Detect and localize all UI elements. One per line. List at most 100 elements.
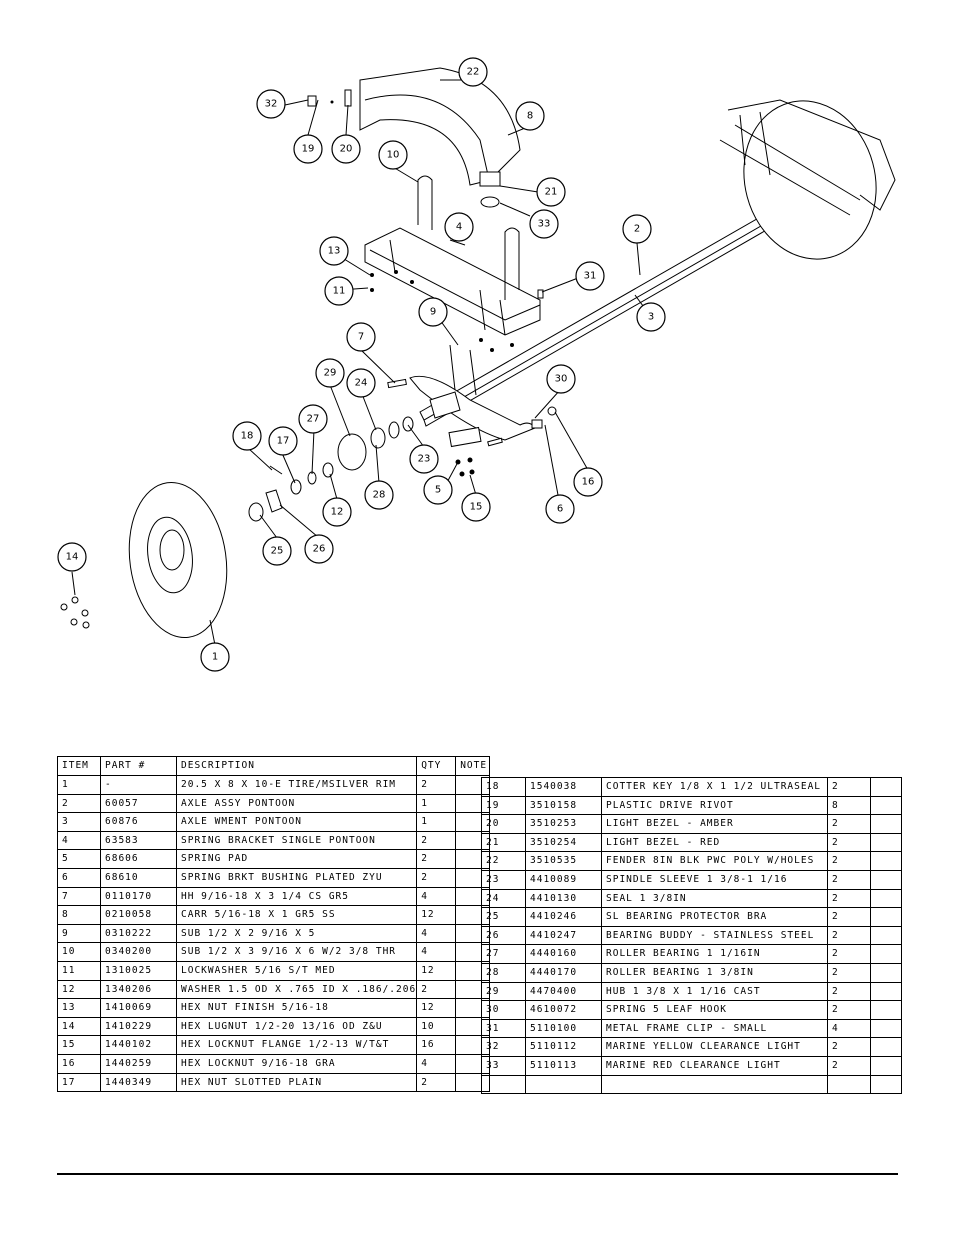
- cell-qty: 2: [827, 981, 871, 1002]
- balloon-15: 15: [461, 492, 491, 522]
- cell-qty: 2: [416, 849, 457, 869]
- cell-part: 1440102: [100, 1035, 177, 1055]
- balloon-26: 26: [304, 534, 334, 564]
- cell-part: 5110100: [525, 1018, 602, 1039]
- cell-item: 31: [481, 1018, 526, 1039]
- cell-description: SPRING PAD: [175, 849, 418, 869]
- cell-qty: 2: [827, 1037, 871, 1057]
- cell-note: [870, 962, 902, 983]
- cell-part: 0110170: [100, 886, 177, 907]
- cell-note: [870, 888, 902, 909]
- balloon-1: 1: [200, 642, 230, 672]
- balloon-3: 3: [636, 302, 666, 332]
- balloon-20: 20: [331, 134, 361, 164]
- balloon-label: 8: [527, 111, 533, 122]
- cell-item: 2: [57, 793, 101, 814]
- cell-note: [870, 1037, 902, 1057]
- cell-note: [870, 832, 902, 853]
- cell-description: ROLLER BEARING 1 3/8IN: [601, 962, 828, 983]
- small-hardware: [307, 89, 544, 477]
- cell-note: [870, 944, 902, 964]
- cell-part: 68606: [100, 849, 177, 869]
- balloon-label: 17: [277, 436, 290, 447]
- cell-part: 4440160: [525, 944, 602, 964]
- header-description: DESCRIPTION: [175, 756, 418, 776]
- cell-description: SUB 1/2 X 2 9/16 X 5: [175, 923, 418, 944]
- cell-item: 14: [57, 1016, 101, 1037]
- cell-note: [870, 1055, 902, 1076]
- cell-note: [870, 1000, 902, 1020]
- cell-item: 25: [481, 907, 526, 927]
- balloon-25: 25: [262, 536, 292, 566]
- cell-qty: 2: [416, 979, 457, 1000]
- cell-description: LOCKWASHER 5/16 S/T MED: [175, 960, 418, 981]
- balloon-label: 11: [333, 286, 346, 297]
- cell-description: HEX LOCKNUT 9/16-18 GRA: [175, 1053, 418, 1074]
- balloon-label: 2: [634, 224, 640, 235]
- cell-part: 4410130: [525, 888, 602, 909]
- cell-item: 8: [57, 905, 101, 925]
- cell-note: [870, 851, 902, 871]
- cell-qty: 2: [416, 830, 457, 851]
- balloon-30: 30: [546, 364, 576, 394]
- cell-part: 1540038: [525, 777, 602, 797]
- cell-description: WASHER 1.5 OD X .765 ID X .186/.206: [175, 979, 418, 1000]
- cell-item: 22: [481, 851, 526, 871]
- balloon-label: 22: [467, 67, 480, 78]
- cell-description: LIGHT BEZEL - RED: [601, 832, 828, 853]
- balloon-label: 30: [555, 374, 568, 385]
- balloon-8: 8: [515, 101, 545, 131]
- cell-item: 18: [481, 777, 526, 797]
- cell-item: 1: [57, 775, 101, 795]
- balloon-label: 27: [307, 414, 320, 425]
- balloon-label: 23: [418, 454, 431, 465]
- header-note: NOTE: [455, 756, 491, 776]
- balloon-label: 1: [212, 652, 218, 663]
- cell-note: [870, 981, 902, 1002]
- cell-item: 16: [57, 1053, 101, 1074]
- balloon-29: 29: [315, 358, 345, 388]
- cell-qty: 4: [416, 923, 457, 944]
- cell-description: SPINDLE SLEEVE 1 3/8-1 1/16: [601, 869, 828, 890]
- balloon-label: 9: [430, 307, 436, 318]
- cell-qty: 2: [827, 869, 871, 890]
- cell-part: 4610072: [525, 1000, 602, 1020]
- cell-qty: 2: [827, 851, 871, 871]
- balloon-label: 10: [387, 150, 400, 161]
- cell-qty: 2: [827, 925, 871, 946]
- cell-item: 17: [57, 1072, 101, 1093]
- far-wheel-assembly: [719, 99, 896, 260]
- balloon-label: 14: [66, 552, 79, 563]
- cell-note: [870, 1018, 902, 1039]
- cell-qty: 10: [416, 1016, 457, 1037]
- cell-part: 68610: [100, 867, 177, 888]
- cell-note: [870, 1074, 902, 1095]
- cell-item: 11: [57, 960, 101, 981]
- cell-description: AXLE ASSY PONTOON: [175, 793, 418, 814]
- cell-item: 5: [57, 849, 101, 869]
- balloon-label: 3: [648, 312, 654, 323]
- balloon-12: 12: [322, 497, 352, 527]
- footer-rule: [57, 1173, 898, 1175]
- balloon-label: 31: [584, 271, 597, 282]
- cell-part: 4410089: [525, 869, 602, 890]
- balloon-label: 25: [271, 546, 284, 557]
- cell-item: 9: [57, 923, 101, 944]
- balloon-label: 5: [435, 485, 441, 496]
- cell-qty: 4: [416, 942, 457, 962]
- cell-item: 24: [481, 888, 526, 909]
- cell-part: 60057: [100, 793, 177, 814]
- balloon-label: 28: [373, 490, 386, 501]
